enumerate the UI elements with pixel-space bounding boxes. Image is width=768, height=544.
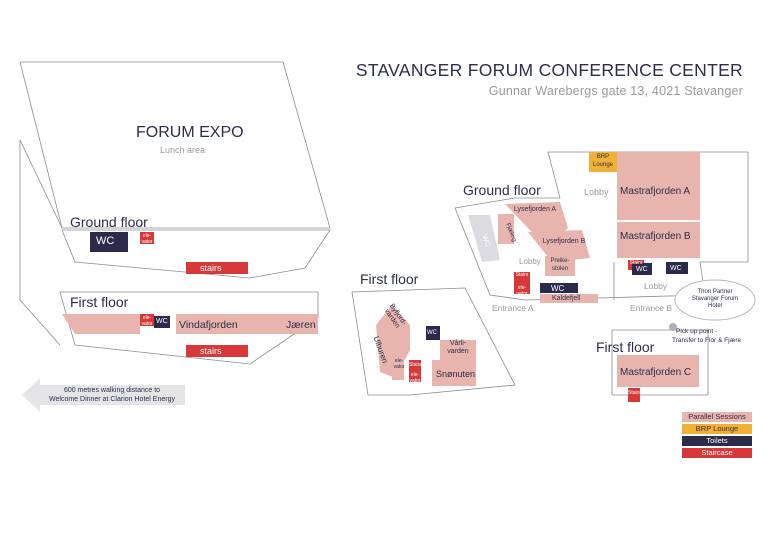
room-jaeren: Jæren bbox=[286, 319, 316, 331]
room-lysefjorden-a: Lysefjorden A bbox=[513, 206, 557, 213]
expo-first-floor-label: First floor bbox=[70, 294, 129, 310]
walk-note: 600 metres walking distance to Welcome D… bbox=[49, 387, 175, 403]
right-elevator-label: ele-vator bbox=[516, 285, 528, 297]
middle-wc-label: WC bbox=[427, 330, 437, 336]
lobby-2-label: Lobby bbox=[519, 257, 541, 266]
room-snonuten: Snønuten bbox=[436, 369, 476, 379]
thon-hotel-marker bbox=[674, 279, 756, 321]
forum-expo-outline bbox=[19, 61, 331, 229]
middle-elevator-label: ele-vator bbox=[393, 358, 405, 370]
expo-elevator-label: ele-vator bbox=[141, 233, 153, 245]
room-vardvarden: Vårli-varden bbox=[447, 340, 469, 355]
right-first-floor-label: First floor bbox=[596, 339, 655, 355]
legend-toilets: Toilets bbox=[682, 436, 752, 446]
lobby-3-label: Lobby bbox=[644, 281, 668, 291]
middle-elevator-2-label: ele-vator bbox=[409, 372, 421, 384]
address: Gunnar Warebergs gate 13, 4021 Stavanger bbox=[488, 84, 743, 98]
right-stairs-1-label: Stairs bbox=[515, 272, 529, 278]
room-kaldefjell: Kaldefjell bbox=[552, 295, 581, 302]
first-floor-right-outline bbox=[611, 329, 709, 396]
middle-first-floor-label: First floor bbox=[360, 271, 419, 287]
expo-ground-floor-label: Ground floor bbox=[70, 214, 148, 230]
middle-building-outline bbox=[351, 287, 516, 396]
right-building-outline bbox=[454, 151, 749, 301]
right-stairs-3-label: Stairs bbox=[628, 390, 641, 396]
pickup-note: Pick up point - Transfer to Flor & Fjære bbox=[672, 328, 742, 344]
right-wc-2-label: WC bbox=[670, 265, 682, 272]
expo-stairs-2-label: stairs bbox=[200, 346, 222, 356]
page-title: STAVANGER FORUM CONFERENCE CENTER bbox=[355, 60, 743, 80]
entrance-b-label: Entrance B bbox=[630, 303, 673, 313]
legend-brp-lounge: BRP Lounge bbox=[682, 424, 752, 434]
middle-stairs-label: Stairs bbox=[409, 362, 422, 368]
forum-expo-title: FORUM EXPO bbox=[136, 124, 244, 141]
expo-stairs-label: stairs bbox=[200, 263, 222, 273]
forum-expo-subtitle: Lunch area bbox=[160, 145, 206, 155]
expo-wc-2-label: WC bbox=[156, 318, 168, 325]
legend-staircase: Staircase bbox=[682, 448, 752, 458]
right-wc-1-label: WC bbox=[636, 266, 648, 273]
right-stairs-2-label: Stairs bbox=[629, 260, 643, 266]
right-wc-kaldefjell-label: WC bbox=[551, 284, 565, 293]
room-mastrafjorden-c: Mastrafjorden C bbox=[620, 367, 692, 378]
pickup-point-marker bbox=[669, 323, 677, 331]
brp-lounge-label: BRP Lounge bbox=[592, 154, 614, 168]
room-mastrafjorden-a: Mastrafjorden A bbox=[620, 186, 691, 197]
thon-hotel-label: Thon Partner Stavanger Forum Hotel bbox=[691, 289, 739, 309]
expo-wc-label: WC bbox=[96, 235, 115, 247]
room-vindafjorden: Vindafjorden bbox=[179, 319, 238, 331]
room-lysefjorden-b: Lysefjorden B bbox=[542, 238, 586, 245]
room-mastrafjorden-b: Mastrafjorden B bbox=[620, 231, 691, 242]
walking-direction-arrow bbox=[22, 378, 185, 412]
expo-elevator-2-label: ele-vator bbox=[141, 315, 153, 327]
legend-parallel-sessions: Parallel Sessions bbox=[682, 412, 752, 422]
room-preikestolen: Preike-stolen bbox=[550, 258, 570, 272]
expo-ground-floor-outline bbox=[61, 229, 331, 279]
lobby-1-label: Lobby bbox=[584, 187, 609, 197]
entrance-a-label: Entrance A bbox=[492, 303, 534, 313]
right-ground-floor-label: Ground floor bbox=[463, 182, 541, 198]
